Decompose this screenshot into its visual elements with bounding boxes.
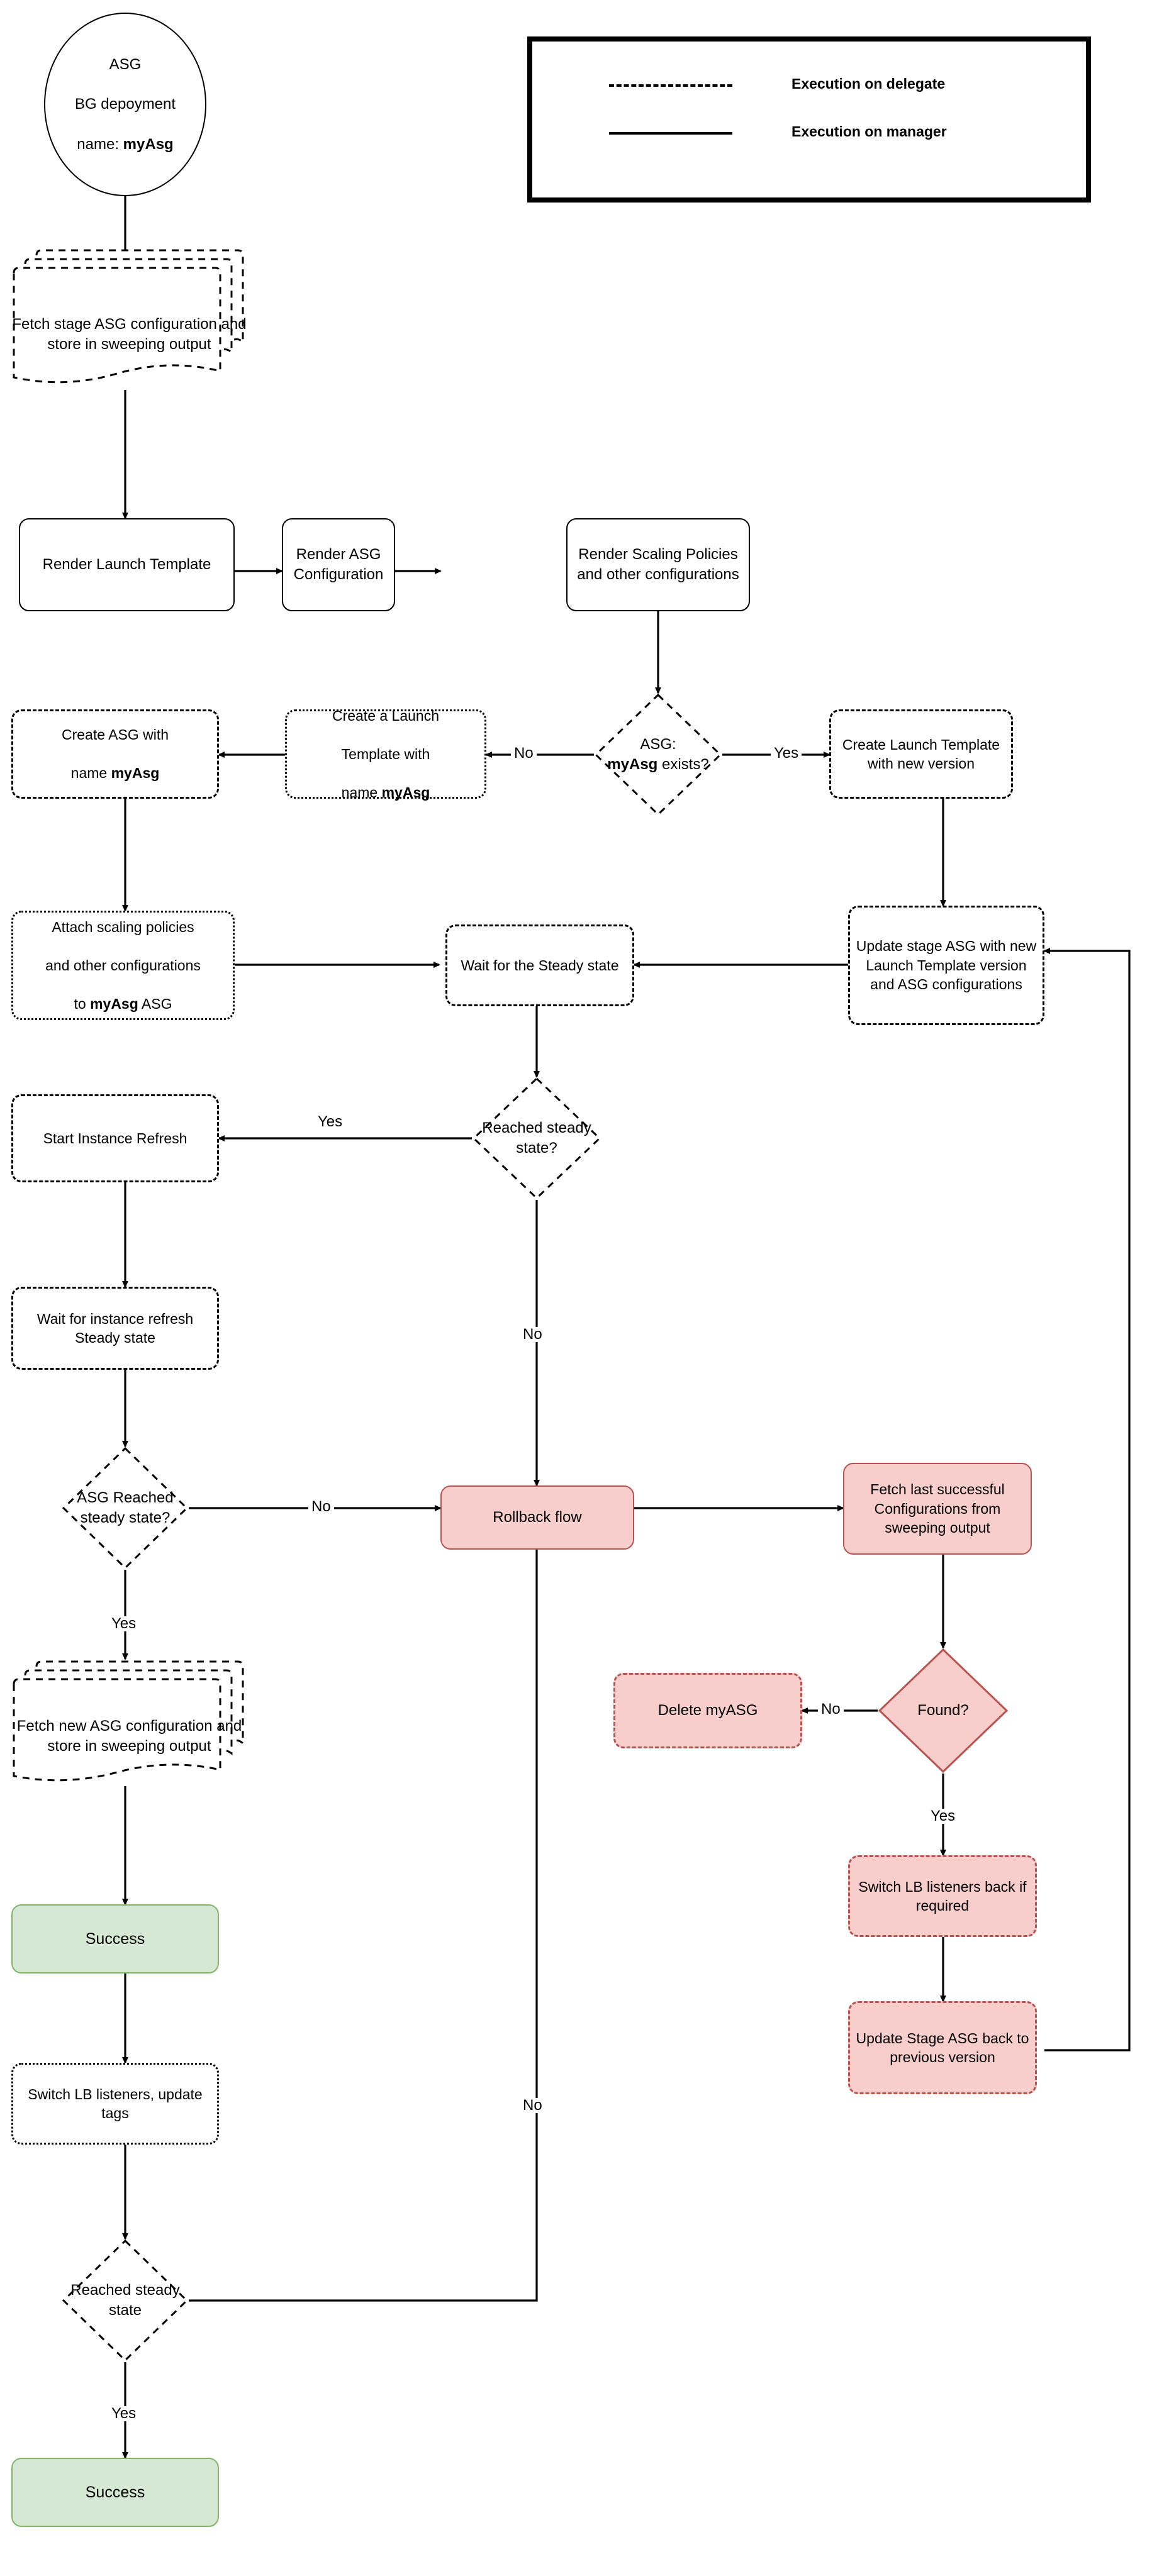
node-reached-steady-state-final-decision[interactable]: Reached steady state <box>62 2239 189 2362</box>
attach-line3-bold: myAsg <box>90 995 138 1012</box>
node-render-scaling-policies[interactable]: Render Scaling Policies and other config… <box>566 518 750 611</box>
node-fetch-last-successful-config[interactable]: Fetch last successful Configurations fro… <box>843 1463 1032 1555</box>
create-asg-line2-bold: myAsg <box>111 765 160 782</box>
start-line3-prefix: name: <box>77 135 123 153</box>
attach-line2: and other configurations <box>45 957 201 974</box>
asg-reached-steady-label: ASG Reached steady state? <box>77 1489 174 1526</box>
edge-label-no-final-steady: No <box>520 2098 545 2113</box>
node-fetch-new-asg-config[interactable]: Fetch new ASG configuration and store in… <box>11 1659 247 1791</box>
node-success-final[interactable]: Success <box>11 2458 219 2527</box>
node-rollback-flow[interactable]: Rollback flow <box>440 1485 634 1550</box>
edge-label-no-asg-reached-steady: No <box>308 1499 334 1514</box>
node-delete-myasg[interactable]: Delete myASG <box>613 1673 802 1748</box>
node-asg-reached-steady-decision[interactable]: ASG Reached steady state? <box>62 1446 189 1570</box>
node-start-asg-bg-deployment[interactable]: ASG BG depoyment name: myAsg <box>44 13 206 196</box>
node-start-instance-refresh[interactable]: Start Instance Refresh <box>11 1094 219 1182</box>
node-switch-lb-update-tags[interactable]: Switch LB listeners, update tags <box>11 2063 219 2145</box>
node-render-asg-configuration[interactable]: Render ASG Configuration <box>282 518 395 611</box>
edge-label-yes-asg-exists: Yes <box>771 746 802 761</box>
start-line1: ASG <box>109 55 142 73</box>
fetch-new-asg-label: Fetch new ASG configuration and store in… <box>16 1718 242 1755</box>
legend-manager-line <box>609 132 732 135</box>
asg-exists-line1: ASG: <box>640 736 676 753</box>
node-success-primary[interactable]: Success <box>11 1904 219 1974</box>
create-lt-line1: Create a Launch <box>332 708 440 724</box>
attach-line3-suffix: ASG <box>138 995 172 1012</box>
legend-delegate-line <box>609 84 732 87</box>
attach-line1: Attach scaling policies <box>52 919 194 936</box>
legend-box <box>527 36 1091 203</box>
fetch-stage-asg-label: Fetch stage ASG configuration and store … <box>12 316 247 353</box>
node-found-decision[interactable]: Found? <box>878 1648 1009 1774</box>
asg-exists-rest: exists? <box>657 756 709 773</box>
node-attach-scaling-policies[interactable]: Attach scaling policies and other config… <box>11 911 235 1020</box>
node-update-stage-asg[interactable]: Update stage ASG with new Launch Templat… <box>848 906 1044 1025</box>
edge-label-yes-found: Yes <box>927 1809 959 1824</box>
edge-label-yes-reached-steady: Yes <box>315 1114 346 1130</box>
edge-label-yes-asg-reached-steady: Yes <box>108 1616 140 1631</box>
create-asg-line1: Create ASG with <box>61 726 169 743</box>
create-asg-line2-prefix: name <box>70 765 111 782</box>
reached-steady-label: Reached steady state? <box>482 1119 591 1157</box>
node-wait-instance-refresh-steady[interactable]: Wait for instance refresh Steady state <box>11 1287 219 1370</box>
asg-exists-label: ASG: myAsg exists? <box>594 693 722 816</box>
node-render-launch-template[interactable]: Render Launch Template <box>19 518 235 611</box>
node-reached-steady-state-decision[interactable]: Reached steady state? <box>472 1077 601 1200</box>
node-switch-lb-listeners-back[interactable]: Switch LB listeners back if required <box>848 1855 1037 1937</box>
create-lt-line3-prefix: name <box>341 784 382 801</box>
node-asg-exists-decision[interactable]: ASG: myAsg exists? <box>594 693 722 816</box>
node-create-launch-template-new-version[interactable]: Create Launch Template with new version <box>829 709 1013 799</box>
start-line2: BG depoyment <box>74 96 176 113</box>
legend-manager-label: Execution on manager <box>791 123 947 140</box>
asg-exists-bold: myAsg <box>607 756 658 773</box>
found-label: Found? <box>917 1702 969 1719</box>
edge-label-no-reached-steady: No <box>520 1327 545 1342</box>
start-line3-bold: myAsg <box>123 135 174 153</box>
reached-steady-final-label: Reached steady state <box>70 2282 180 2319</box>
edge-label-yes-final-steady: Yes <box>108 2406 140 2421</box>
create-lt-line3-bold: myAsg <box>381 784 430 801</box>
node-fetch-stage-asg[interactable]: Fetch stage ASG configuration and store … <box>11 248 247 394</box>
create-lt-line2: Template with <box>341 745 430 762</box>
attach-line3-prefix: to <box>74 995 91 1012</box>
edge-label-no-asg-exists: No <box>511 746 537 761</box>
legend-delegate-label: Execution on delegate <box>791 75 946 92</box>
node-create-launch-template-named[interactable]: Create a Launch Template with name myAsg <box>285 708 486 801</box>
node-wait-for-steady-state[interactable]: Wait for the Steady state <box>445 924 634 1006</box>
node-create-asg-with-name[interactable]: Create ASG with name myAsg <box>11 709 219 799</box>
node-update-stage-asg-back[interactable]: Update Stage ASG back to previous versio… <box>848 2001 1037 2094</box>
edge-label-no-found: No <box>818 1702 844 1717</box>
